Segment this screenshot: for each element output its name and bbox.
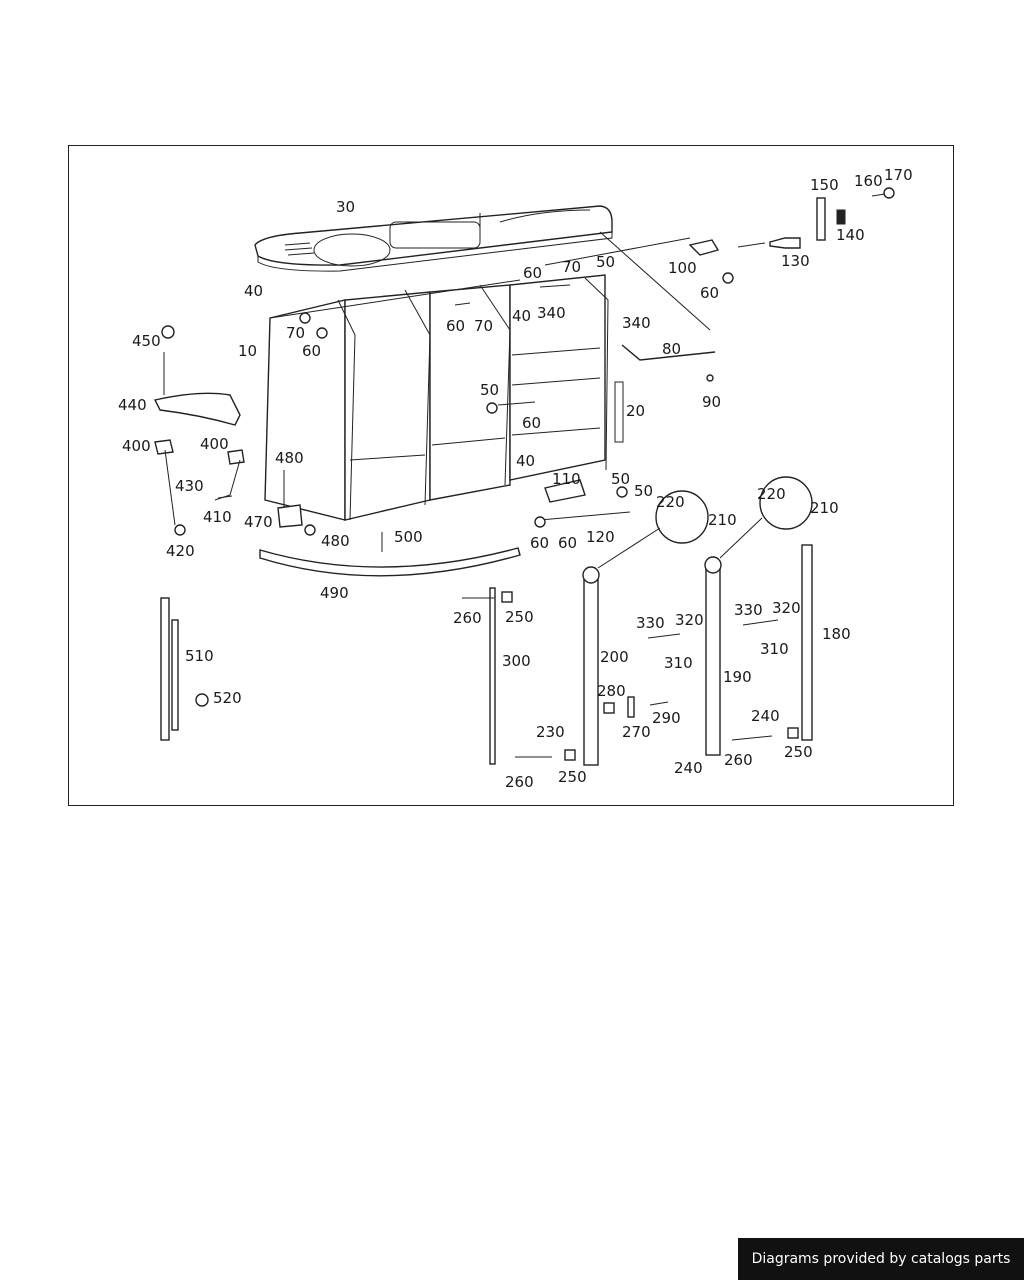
part-label: 50 [596, 253, 615, 271]
part-labels: 30 150 160 170 140 130 100 60 50 70 60 4… [118, 166, 913, 791]
part-label: 10 [238, 342, 257, 360]
part-label: 210 [708, 511, 737, 529]
part-label: 180 [822, 625, 851, 643]
part-label: 290 [652, 709, 681, 727]
part-label: 150 [810, 176, 839, 194]
base-strip-drawing [259, 547, 521, 577]
part-label: 470 [244, 513, 273, 531]
part-label: 310 [760, 640, 789, 658]
part-label: 80 [662, 340, 681, 358]
part-label: 40 [512, 307, 531, 325]
part-label: 340 [622, 314, 651, 332]
part-label: 70 [474, 317, 493, 335]
corner-shelf-drawing [153, 325, 245, 536]
part-label: 260 [505, 773, 534, 791]
part-label: 200 [600, 648, 629, 666]
countertop-drawing [254, 205, 613, 272]
part-label: 50 [611, 470, 630, 488]
part-label: 170 [884, 166, 913, 184]
part-label: 60 [446, 317, 465, 335]
diagram-frame [68, 145, 954, 806]
part-label: 410 [203, 508, 232, 526]
part-label: 100 [668, 259, 697, 277]
part-label: 340 [537, 304, 566, 322]
part-label: 420 [166, 542, 195, 560]
part-label: 480 [275, 449, 304, 467]
part-label: 140 [836, 226, 865, 244]
part-label: 310 [664, 654, 693, 672]
part-label: 160 [854, 172, 883, 190]
part-label: 240 [674, 759, 703, 777]
part-label: 490 [320, 584, 349, 602]
part-label: 400 [122, 437, 151, 455]
part-label: 130 [781, 252, 810, 270]
part-label: 60 [522, 414, 541, 432]
part-label: 480 [321, 532, 350, 550]
part-label: 260 [453, 609, 482, 627]
part-label: 230 [536, 723, 565, 741]
part-label: 90 [702, 393, 721, 411]
rail-drawing [544, 231, 716, 361]
part-label: 40 [516, 452, 535, 470]
part-label: 50 [480, 381, 499, 399]
part-label: 440 [118, 396, 147, 414]
part-label: 510 [185, 647, 214, 665]
footer-attribution-badge: Diagrams provided by catalogs parts [738, 1238, 1024, 1280]
exploded-parts-diagram: 30 150 160 170 140 130 100 60 50 70 60 4… [118, 166, 913, 791]
part-label: 60 [700, 284, 719, 302]
part-label: 120 [586, 528, 615, 546]
part-label: 50 [634, 482, 653, 500]
part-label: 30 [336, 198, 355, 216]
part-label: 260 [724, 751, 753, 769]
part-label: 210 [810, 499, 839, 517]
part-label: 70 [562, 258, 581, 276]
part-label: 450 [132, 332, 161, 350]
part-label: 60 [558, 534, 577, 552]
part-label: 60 [523, 264, 542, 282]
cabinet-body-drawing [264, 274, 624, 521]
part-label: 250 [784, 743, 813, 761]
part-label: 500 [394, 528, 423, 546]
part-label: 320 [772, 599, 801, 617]
part-label: 70 [286, 324, 305, 342]
part-label: 320 [675, 611, 704, 629]
part-label: 110 [552, 470, 581, 488]
part-label: 400 [200, 435, 229, 453]
hardware-drawing [217, 284, 799, 761]
part-label: 240 [751, 707, 780, 725]
part-label: 190 [723, 668, 752, 686]
part-label: 430 [175, 477, 204, 495]
part-label: 60 [530, 534, 549, 552]
part-label: 60 [302, 342, 321, 360]
part-label: 330 [734, 601, 763, 619]
part-label: 300 [502, 652, 531, 670]
part-label: 220 [757, 485, 786, 503]
fittings-drawing [688, 187, 895, 382]
part-label: 330 [636, 614, 665, 632]
part-label: 40 [244, 282, 263, 300]
part-label: 280 [597, 682, 626, 700]
part-label: 20 [626, 402, 645, 420]
part-label: 520 [213, 689, 242, 707]
part-label: 250 [505, 608, 534, 626]
profiles-drawing [160, 476, 813, 766]
part-label: 220 [656, 493, 685, 511]
part-label: 270 [622, 723, 651, 741]
part-label: 250 [558, 768, 587, 786]
